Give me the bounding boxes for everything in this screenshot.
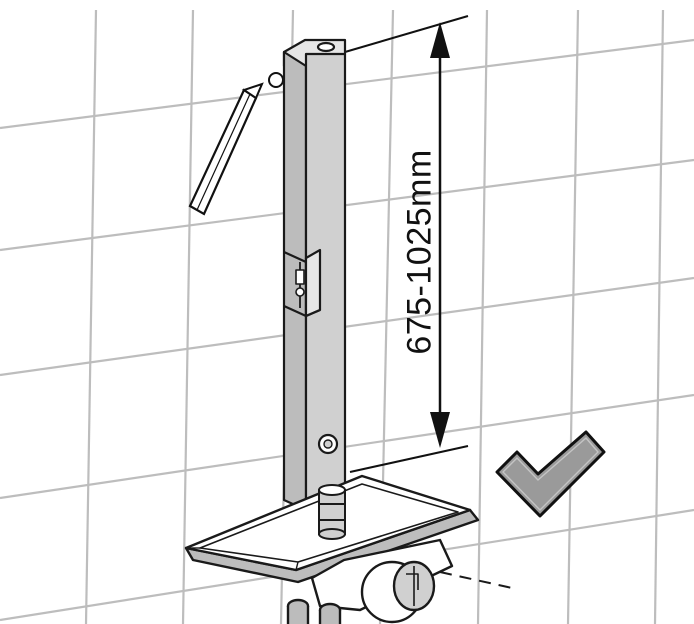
checkmark-icon xyxy=(495,430,606,518)
pencil-icon xyxy=(188,72,284,216)
height-measurement-label: 675-1025mm xyxy=(400,149,439,355)
top-reference-line xyxy=(344,15,469,53)
dimension-arrow xyxy=(430,22,450,448)
installation-frame xyxy=(282,38,347,512)
flush-unit xyxy=(286,538,513,624)
bottom-reference-line xyxy=(349,445,469,473)
spirit-level-icon xyxy=(318,484,346,540)
